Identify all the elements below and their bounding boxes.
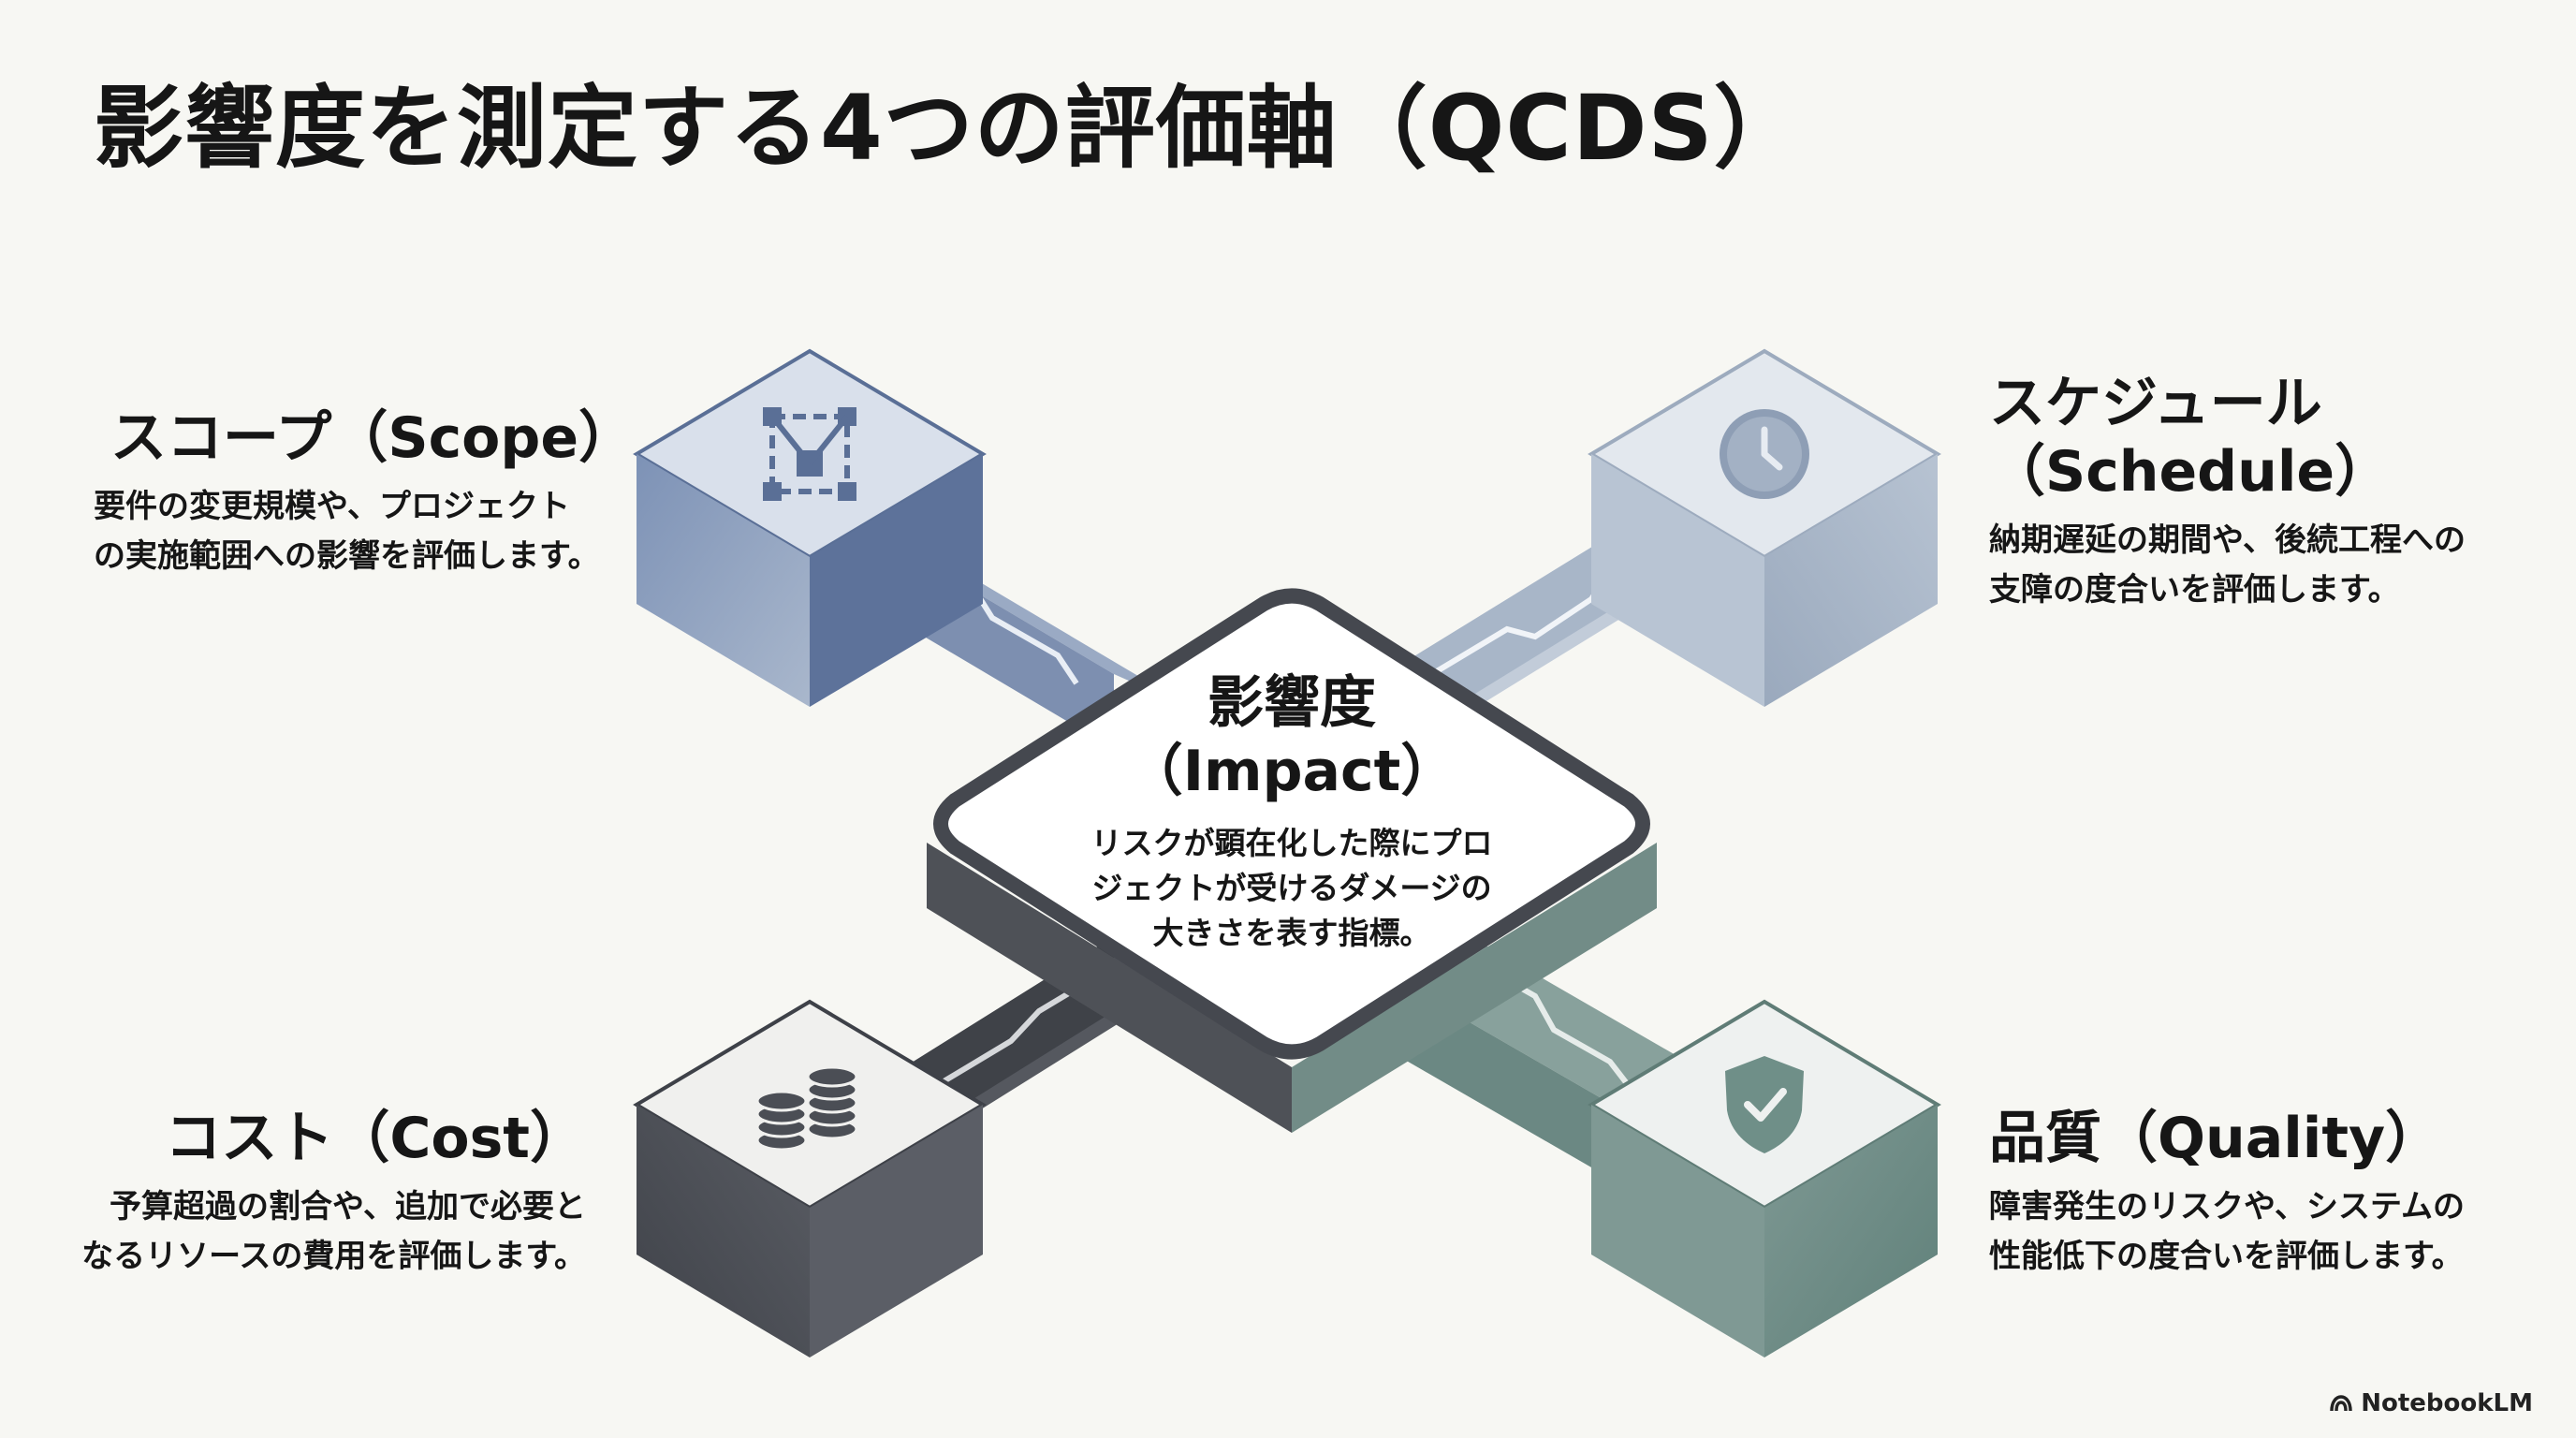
scope-description: 要件の変更規模や、プロジェクト の実施範囲への影響を評価します。 [94, 482, 635, 580]
schedule-desc-line2: 支障の度合いを評価します。 [1989, 571, 2400, 609]
cost-description: 予算超過の割合や、追加で必要と なるリソースの費用を評価します。 [81, 1182, 586, 1281]
schedule-description: 納期遅延の期間や、後続工程への 支障の度合いを評価します。 [1989, 516, 2466, 614]
impact-center-block [927, 588, 1657, 1133]
scope-title: スコープ（Scope） [110, 405, 636, 471]
impact-desc-line2: ジェクトが受けるダメージの [1091, 870, 1492, 907]
scope-desc-line1: 要件の変更規模や、プロジェクト [94, 488, 570, 526]
quality-block [1588, 999, 1941, 1357]
cost-label: コスト（Cost） 予算超過の割合や、追加で必要と なるリソースの費用を評価しま… [81, 1105, 586, 1282]
impact-desc-line1: リスクが顕在化した際にプロ [1090, 825, 1493, 862]
impact-title-line2: （Impact） [1126, 739, 1457, 805]
quality-desc-line1: 障害発生のリスクや、システムの [1989, 1188, 2465, 1226]
coins-icon [755, 1065, 858, 1152]
cost-desc-line2: なるリソースの費用を評価します。 [81, 1237, 586, 1275]
quality-desc-line2: 性能低下の度合いを評価します。 [1989, 1237, 2464, 1275]
page-title: 影響度を測定する4つの評価軸（QCDS） [94, 76, 1805, 181]
brand-label: NotebookLM [2361, 1389, 2533, 1417]
scope-label: スコープ（Scope） 要件の変更規模や、プロジェクト の実施範囲への影響を評価… [94, 404, 635, 581]
schedule-label: スケジュール （Schedule） 納期遅延の期間や、後続工程への 支障の度合い… [1989, 370, 2466, 615]
clock-icon [1720, 409, 1809, 499]
quality-description: 障害発生のリスクや、システムの 性能低下の度合いを評価します。 [1989, 1182, 2465, 1281]
schedule-title-line2: （Schedule） [1989, 439, 2392, 506]
quality-title: 品質（Quality） [1989, 1106, 2442, 1171]
scope-block [633, 348, 987, 707]
schedule-block [1588, 348, 1941, 707]
impact-desc-line3: 大きさを表す指標。 [1152, 915, 1431, 952]
schedule-desc-line1: 納期遅延の期間や、後続工程への [1989, 521, 2466, 560]
impact-description: リスクが顕在化した際にプロ ジェクトが受けるダメージの 大きさを表す指標。 [1002, 821, 1582, 956]
notebooklm-brand: NotebookLM [2329, 1389, 2533, 1417]
scope-desc-line2: の実施範囲への影響を評価します。 [94, 536, 600, 575]
impact-title-line1: 影響度 [1208, 670, 1376, 736]
shield-check-icon [1725, 1056, 1804, 1153]
notebooklm-logo-icon [2330, 1395, 2352, 1412]
cost-block [633, 999, 987, 1357]
cost-desc-line1: 予算超過の割合や、追加で必要と [110, 1188, 586, 1226]
cost-title: コスト（Cost） [165, 1106, 586, 1171]
schedule-title-line1: スケジュール [1989, 371, 2322, 436]
network-icon [763, 407, 856, 501]
impact-text: 影響度 （Impact） リスクが顕在化した際にプロ ジェクトが受けるダメージの… [1002, 669, 1582, 956]
quality-label: 品質（Quality） 障害発生のリスクや、システムの 性能低下の度合いを評価し… [1989, 1105, 2465, 1282]
